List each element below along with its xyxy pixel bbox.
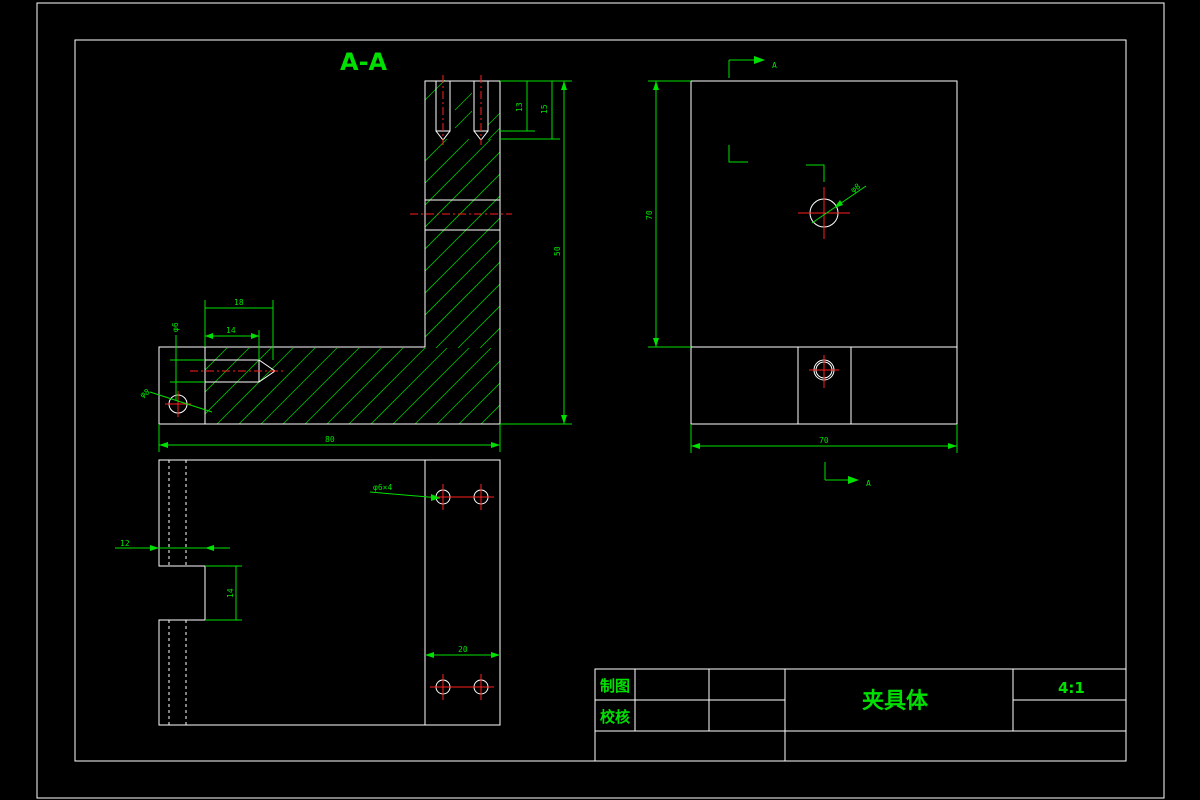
title-block-part-name: 夹具体 [862,689,929,714]
svg-text:15: 15 [540,104,549,114]
section-view-title: A-A [340,48,388,76]
top-view [158,459,501,726]
svg-text:18: 18 [234,298,244,307]
side-view-outline [690,80,958,425]
title-block-drawn-label: 制图 [600,677,630,695]
top-view-dimensions: φ6×4 12 14 20 [115,483,500,658]
section-hatch-horizontal [205,348,500,424]
svg-text:A: A [866,479,871,488]
svg-text:φ6×4: φ6×4 [373,483,392,492]
side-view-dimensions: 70 70 φ8 A A [645,56,958,488]
section-hatch-top [424,79,501,141]
svg-text:14: 14 [226,588,235,598]
svg-text:12: 12 [120,539,130,548]
title-block-checked-label: 校核 [600,708,630,726]
svg-text:70: 70 [819,436,829,445]
top-view-outline [158,459,501,726]
svg-text:70: 70 [645,210,654,220]
svg-text:φ6: φ6 [171,322,180,332]
svg-text:13: 13 [515,102,524,112]
section-hatch-vertical [425,139,500,348]
outer-frame [36,2,1165,799]
title-block-scale: 4:1 [1058,679,1085,697]
svg-text:20: 20 [458,645,468,654]
side-view [690,80,958,425]
svg-text:φ8: φ8 [139,387,152,400]
section-dimensions: 13 15 50 18 14 φ6 φ8 8 [139,80,572,452]
svg-text:50: 50 [553,246,562,256]
svg-text:80: 80 [325,435,335,444]
svg-text:φ8: φ8 [849,182,862,195]
title-block: 制图 校核 夹具体 4:1 [594,668,1127,762]
svg-text:A: A [772,61,777,70]
svg-text:14: 14 [226,326,236,335]
section-view [158,75,512,425]
inner-frame [74,39,1127,762]
